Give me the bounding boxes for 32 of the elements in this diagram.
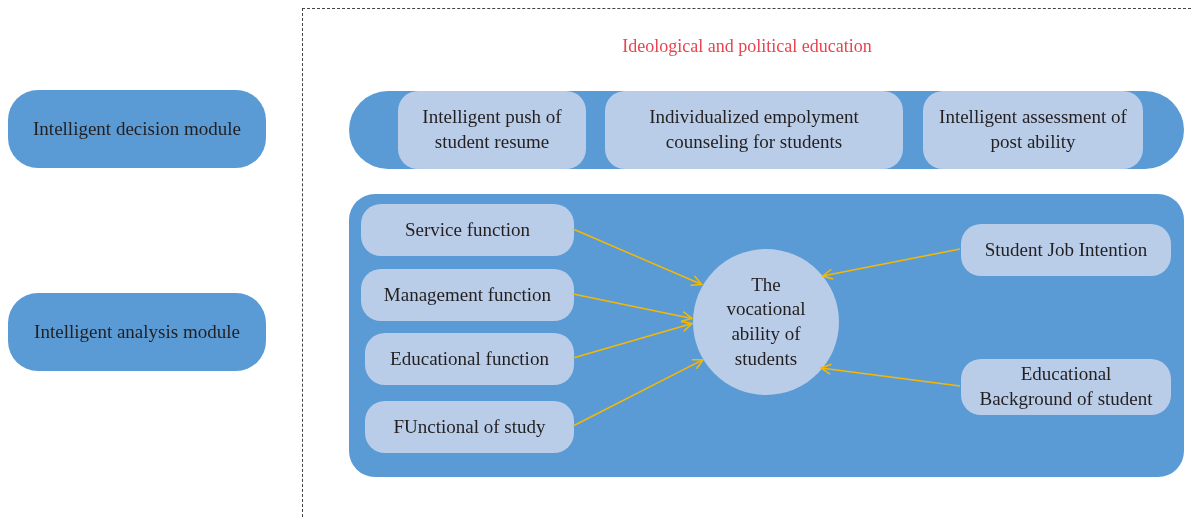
- function-box: [365, 333, 574, 385]
- box-label: Intelligent decision module: [33, 116, 241, 141]
- box-label: Educational function: [390, 346, 549, 371]
- dashed-region: [302, 8, 1191, 517]
- module-box: [8, 293, 266, 371]
- box-label: Management function: [383, 282, 552, 307]
- module-box: [8, 90, 266, 168]
- box-label: Intelligent assessment of post ability: [938, 105, 1128, 154]
- circle-label: The vocational ability of students: [726, 272, 806, 371]
- box-label: Service function: [404, 217, 530, 242]
- arrow: [572, 320, 693, 359]
- arrow: [572, 293, 693, 323]
- box-label: Intelligent push of student resume: [421, 105, 563, 154]
- arrow: [821, 248, 961, 280]
- function-box: [923, 91, 1143, 169]
- arrow: [820, 363, 961, 387]
- arrow: [572, 228, 703, 286]
- box-label: Intelligent analysis module: [34, 319, 240, 344]
- function-box: [961, 359, 1171, 415]
- function-box: [398, 91, 586, 169]
- box-label: Individualized empolyment counseling for students: [648, 105, 860, 154]
- section-heading: Ideological and political education: [621, 35, 873, 58]
- function-panel: [349, 194, 1184, 477]
- function-box: [961, 224, 1171, 276]
- box-label: Educational Background of student: [978, 362, 1154, 411]
- box-label: Student Job Intention: [984, 237, 1148, 262]
- function-box: [361, 269, 574, 321]
- function-box: [361, 204, 574, 256]
- function-box: [365, 401, 574, 453]
- function-box: [605, 91, 903, 169]
- arrow: [572, 358, 704, 427]
- box-label: FUnctional of study: [393, 414, 546, 439]
